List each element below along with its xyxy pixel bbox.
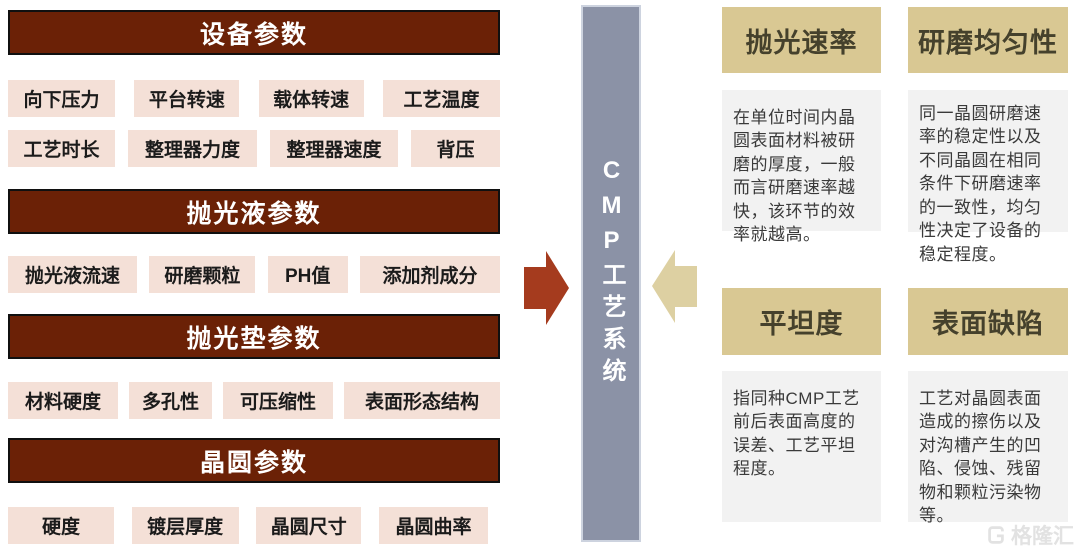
param-tag-conditioner-speed: 整理器速度 <box>270 130 398 167</box>
section-header-equipment-params: 设备参数 <box>8 10 500 55</box>
param-tag-carrier-speed: 载体转速 <box>258 80 364 117</box>
watermark: 格隆汇 <box>985 520 1074 550</box>
arrow-right-icon <box>524 251 569 325</box>
equipment-params-row-2: 工艺时长 整理器力度 整理器速度 背压 <box>8 130 500 167</box>
param-tag-hardness: 硬度 <box>8 507 114 544</box>
metric-header-polish-rate: 抛光速率 <box>722 7 881 73</box>
section-header-slurry-params: 抛光液参数 <box>8 189 500 234</box>
param-tag-porosity: 多孔性 <box>129 382 212 419</box>
cmp-system-label: CMP工艺系统 <box>598 157 625 390</box>
metric-description-surface-defects: 工艺对晶圆表面造成的擦伤以及对沟槽产生的凹陷、侵蚀、残留物和颗粒污染物等。 <box>908 371 1068 525</box>
metric-description-polish-rate: 在单位时间内晶圆表面材料被研磨的厚度，一般而言研磨速率越快，该环节的效率就越高。 <box>722 90 881 244</box>
param-tag-process-time: 工艺时长 <box>8 130 115 167</box>
metric-header-uniformity: 研磨均匀性 <box>908 7 1068 73</box>
param-tag-material-hardness: 材料硬度 <box>8 382 118 419</box>
param-tag-wafer-curvature: 晶圆曲率 <box>378 507 488 544</box>
section-header-wafer-params: 晶圆参数 <box>8 438 500 483</box>
metric-description-flatness: 指同种CMP工艺前后表面高度的误差、工艺平坦程度。 <box>722 371 881 522</box>
metric-header-flatness: 平坦度 <box>722 288 881 355</box>
param-tag-abrasive-particle: 研磨颗粒 <box>149 256 256 293</box>
arrow-left-icon <box>652 250 697 323</box>
cmp-system-bar: CMP工艺系统 <box>581 5 641 542</box>
metric-header-surface-defects: 表面缺陷 <box>908 288 1068 355</box>
param-tag-process-temp: 工艺温度 <box>382 80 500 117</box>
slurry-params-row: 抛光液流速 研磨颗粒 PH值 添加剂成分 <box>8 256 500 293</box>
param-tag-surface-structure: 表面形态结构 <box>344 382 500 419</box>
watermark-text: 格隆汇 <box>1011 525 1074 548</box>
section-header-pad-params: 抛光垫参数 <box>8 314 500 359</box>
pad-params-row: 材料硬度 多孔性 可压缩性 表面形态结构 <box>8 382 500 419</box>
param-tag-wafer-size: 晶圆尺寸 <box>256 507 362 544</box>
equipment-params-row-1: 向下压力 平台转速 载体转速 工艺温度 <box>8 80 500 117</box>
param-tag-down-force: 向下压力 <box>8 80 115 117</box>
param-tag-additive: 添加剂成分 <box>359 256 500 293</box>
param-tag-slurry-flow: 抛光液流速 <box>8 256 137 293</box>
gelonghui-logo-icon <box>988 526 1004 544</box>
param-tag-conditioner-force: 整理器力度 <box>128 130 257 167</box>
param-tag-ph-value: PH值 <box>267 256 348 293</box>
param-tag-coating-thickness: 镀层厚度 <box>131 507 239 544</box>
param-tag-compressibility: 可压缩性 <box>223 382 333 419</box>
metric-description-uniformity: 同一晶圆研磨速率的稳定性以及不同晶圆在相同条件下研磨速率的一致性，均匀性决定了设… <box>908 90 1068 264</box>
wafer-params-row: 硬度 镀层厚度 晶圆尺寸 晶圆曲率 <box>8 507 488 544</box>
param-tag-back-pressure: 背压 <box>411 130 500 167</box>
param-tag-platen-speed: 平台转速 <box>134 80 240 117</box>
